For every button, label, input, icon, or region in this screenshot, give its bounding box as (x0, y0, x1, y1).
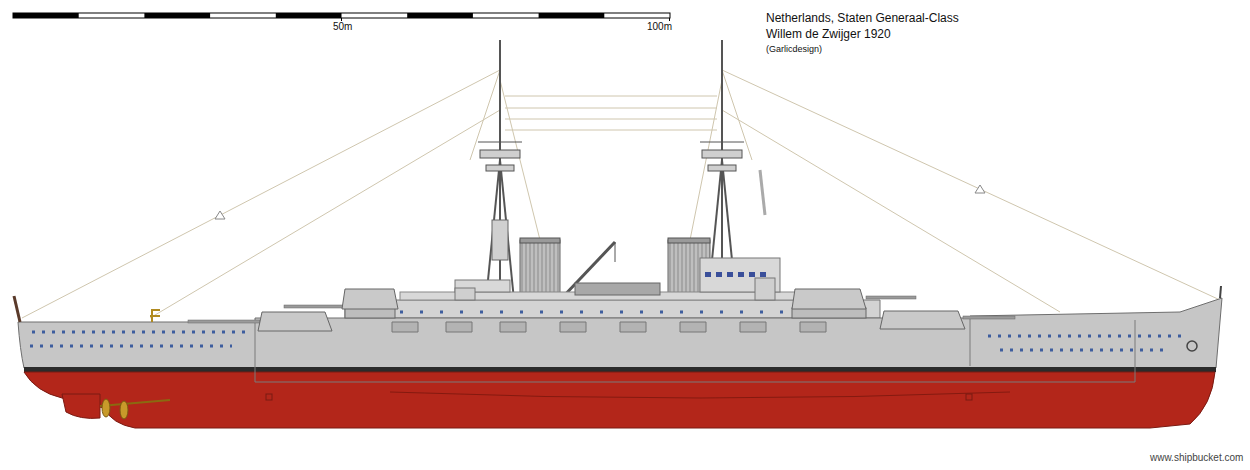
porthole-row (30, 345, 232, 348)
funnel-cap (668, 238, 710, 243)
ship-name: Willem de Zwijger 1920 (766, 28, 891, 41)
bilge-keel (390, 392, 1010, 398)
drawing-title: Netherlands, Staten Generaal-Class (766, 12, 959, 25)
rigging-line (470, 70, 500, 160)
rigging-line (722, 70, 752, 160)
porthole-row (360, 311, 860, 314)
gun-barrel (284, 305, 344, 308)
ship-boats (575, 283, 660, 295)
rigging-block (975, 185, 985, 193)
mast-platform (492, 220, 508, 260)
author-credit: (Garlicdesign) (766, 45, 822, 55)
rigging-line (150, 110, 500, 318)
forecastle-break (970, 316, 971, 366)
portholes (30, 312, 1182, 350)
scale-segments (13, 13, 604, 18)
gun-barrel (963, 316, 1015, 319)
main-turret (792, 289, 866, 309)
boot-topping (24, 367, 1216, 372)
rigging-line (505, 130, 717, 131)
porthole-row (1000, 349, 1170, 352)
watermark: www.shipbucket.com (1150, 452, 1243, 463)
gun-barrel (866, 296, 916, 299)
fighting-top (480, 150, 520, 158)
propeller (120, 401, 128, 419)
rigging-line (722, 110, 1060, 312)
main-turret (342, 289, 398, 309)
mast-yard (478, 142, 522, 143)
jack-staff (1220, 286, 1221, 298)
gun-barrel (188, 320, 260, 323)
scale-bar (13, 13, 670, 21)
funnel-cap (520, 238, 560, 243)
propeller-shaft (100, 400, 170, 406)
main-turret (880, 311, 965, 329)
rigging-line (505, 108, 717, 109)
rigging-line (22, 70, 500, 318)
aft-mast (478, 40, 522, 300)
ensign-staff (14, 296, 20, 322)
rigging-block (215, 211, 225, 219)
scale-tick (669, 18, 670, 21)
rigging-line (722, 70, 1220, 300)
porthole-row (988, 335, 1182, 338)
rudder (62, 394, 100, 418)
stern-crane (150, 310, 160, 322)
underwater-hull (24, 372, 1215, 428)
scale-tick (341, 18, 342, 21)
hull-marker (266, 394, 272, 400)
porthole-row (32, 331, 252, 334)
searchlight-tower (455, 288, 475, 300)
searchlight-tower (755, 278, 775, 300)
casemates (392, 322, 826, 332)
mast-yard (700, 142, 744, 143)
fighting-top (702, 150, 742, 158)
scale-label: 50m (333, 21, 352, 32)
fighting-top (486, 165, 514, 171)
aft-funnel (520, 240, 560, 300)
propeller (102, 399, 110, 417)
rigging-line (505, 96, 717, 97)
bridge-windows (705, 272, 766, 277)
hull-side (18, 298, 1222, 368)
rigging-line (505, 119, 717, 120)
crane-hook (615, 242, 616, 262)
scale-label: 100m (647, 21, 672, 32)
anchor (1187, 341, 1197, 351)
rigging (22, 70, 1220, 318)
fighting-top (708, 165, 736, 171)
scale-frame (13, 13, 670, 18)
main-turret (258, 312, 332, 331)
hull-marker (966, 394, 972, 400)
signal-lamp (760, 170, 765, 215)
